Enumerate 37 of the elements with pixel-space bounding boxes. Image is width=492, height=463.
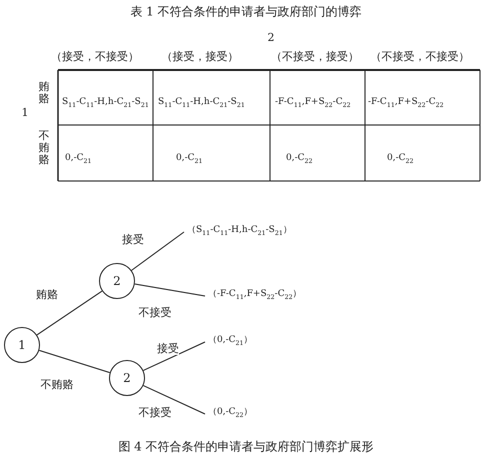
- column-player-label: 2: [268, 32, 274, 44]
- decision-node: 2: [109, 360, 145, 396]
- edge-label: 不接受: [138, 306, 172, 320]
- decision-node: 1: [4, 327, 40, 363]
- payoff-cell: -F-C$_{11}$,F+S$_{22}$-C$_{22}$: [368, 98, 444, 110]
- payoff-cell: 0,-C$_{22}$: [286, 154, 313, 166]
- figure-caption: 图 4 不符合条件的申请者与政府部门博弈扩展形: [118, 440, 374, 454]
- payoff-cell: S$_{11}$-C$_{11}$-H,h-C$_{21}$-S$_{21}$: [62, 98, 149, 110]
- decision-node: 2: [99, 263, 135, 299]
- branch-line: [134, 284, 206, 296]
- payoff-cell: 0,-C$_{21}$: [176, 154, 203, 166]
- payoff-text: （-F-C$_{11}$,F+S$_{22}$-C$_{22}$）: [208, 290, 302, 302]
- row-header: 不贿赂: [38, 130, 50, 166]
- edge-label: 贿赂: [36, 288, 58, 302]
- payoff-cell: -F-C$_{11}$,F+S$_{22}$-C$_{22}$: [275, 98, 351, 110]
- column-header: （不接受，接受）: [271, 50, 359, 64]
- row-player-label: 1: [22, 106, 28, 120]
- table-title: 表 1 不符合条件的申请者与政府部门的博弈: [130, 5, 362, 19]
- branch-line: [142, 385, 206, 414]
- column-header: （接受，接受）: [162, 50, 238, 64]
- edge-label: 接受: [122, 234, 144, 246]
- payoff-cell: 0,-C$_{21}$: [65, 154, 92, 166]
- payoff-text: （0,-C$_{22}$）: [208, 408, 253, 420]
- payoff-cell: S$_{11}$-C$_{11}$-H,h-C$_{21}$-S$_{21}$: [158, 98, 245, 110]
- branch-line: [142, 342, 206, 371]
- edge-label: 接受: [157, 342, 179, 356]
- column-header: （不接受，不接受）: [370, 50, 470, 64]
- edge-label: 不贿赂: [40, 378, 74, 392]
- branch-line: [131, 232, 184, 271]
- row-header: 贿赂: [38, 80, 50, 106]
- payoff-text: （0,-C$_{21}$）: [208, 336, 253, 348]
- edge-label: 不接受: [138, 406, 172, 420]
- branch-line: [38, 350, 110, 374]
- payoff-text: （S$_{11}$-C$_{11}$-H,h-C$_{21}$-S$_{21}$）: [187, 226, 292, 238]
- payoff-cell: 0,-C$_{22}$: [387, 154, 414, 166]
- branch-line: [36, 290, 103, 336]
- column-header: （接受，不接受）: [51, 50, 139, 64]
